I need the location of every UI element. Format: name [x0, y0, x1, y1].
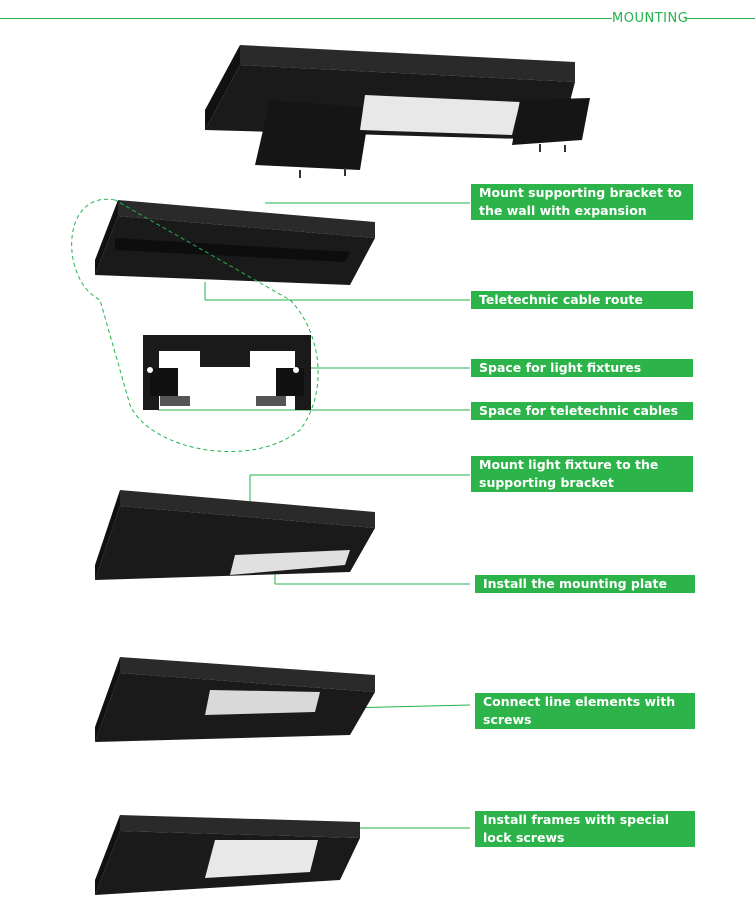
step-label-connect-elements: Connect line elements with screws — [475, 693, 695, 729]
step-label-cable-space: Space for teletechnic cables — [471, 402, 693, 420]
header-rule-left — [0, 18, 612, 19]
step-label-install-frames: Install frames with special lock screws — [475, 811, 695, 847]
step-label-wiring-space: Space for light fixtures wiring — [471, 359, 693, 393]
line-elements-illustration — [95, 657, 375, 742]
step-label-mount-fixture: Mount light fixture to the supporting br… — [471, 456, 693, 492]
header-rule-right — [685, 18, 755, 19]
step-label-mount-bracket: Mount supporting bracket to the wall wit… — [471, 184, 693, 236]
fixture-install-illustration — [95, 490, 375, 580]
fixture-exploded-illustration — [205, 45, 590, 178]
page-title: MOUNTING — [612, 11, 689, 26]
frames-illustration — [95, 815, 360, 895]
step-label-mounting-plate: Install the mounting plate — [475, 575, 695, 593]
step-label-cable-route: Teletechnic cable route — [471, 291, 693, 309]
bracket-illustration — [95, 200, 375, 285]
cross-section-detail — [143, 335, 311, 410]
